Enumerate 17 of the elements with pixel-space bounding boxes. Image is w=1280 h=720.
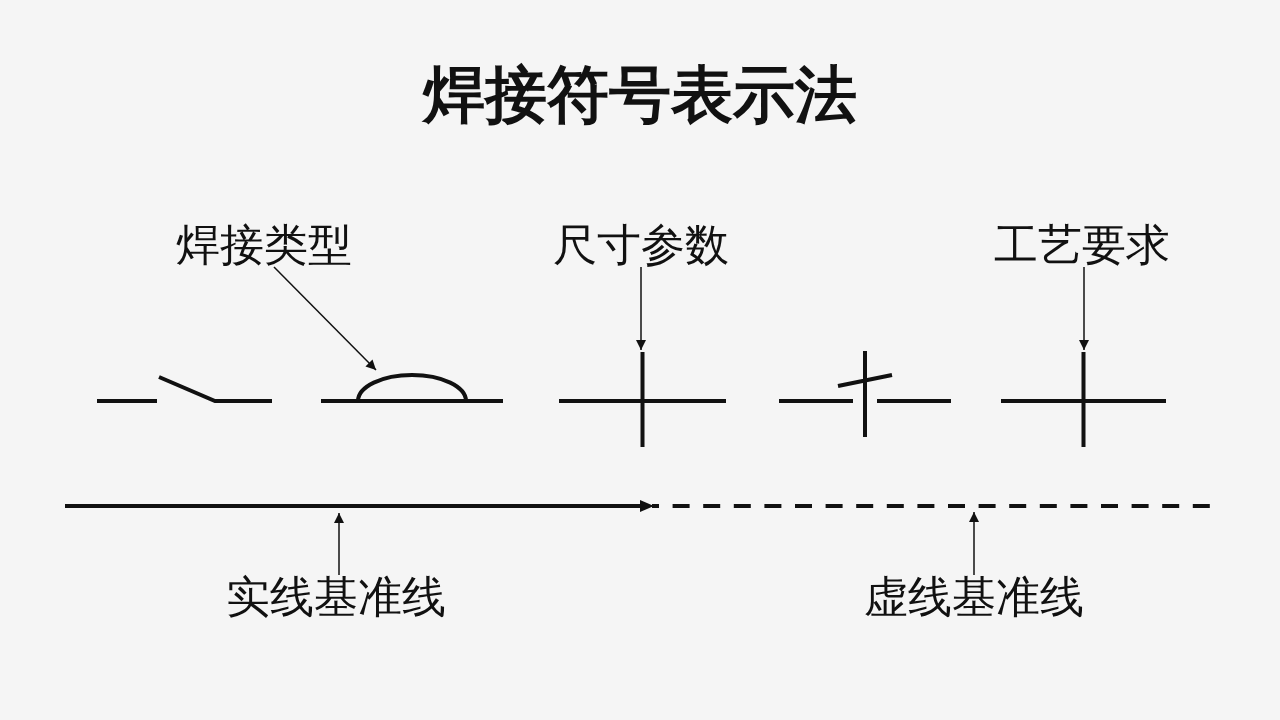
weld-symbol (318, 370, 506, 404)
leader-arrow (334, 512, 344, 576)
title: 焊接符号表示法 (423, 64, 857, 126)
weld-symbol (95, 372, 275, 405)
reference-line (63, 499, 655, 513)
weld-symbol (999, 350, 1168, 449)
leader-arrow (1079, 266, 1089, 351)
callout-label: 焊接类型 (176, 223, 352, 267)
callout-label: 尺寸参数 (553, 223, 729, 267)
leader-arrow (969, 511, 979, 576)
leader-arrow (636, 266, 646, 351)
callout-label: 虚线基准线 (864, 575, 1084, 619)
weld-symbol (557, 350, 728, 449)
weld-symbol (777, 349, 953, 439)
leader-arrow (273, 266, 377, 371)
callout-label: 实线基准线 (226, 575, 446, 619)
callout-label: 工艺要求 (994, 223, 1170, 267)
